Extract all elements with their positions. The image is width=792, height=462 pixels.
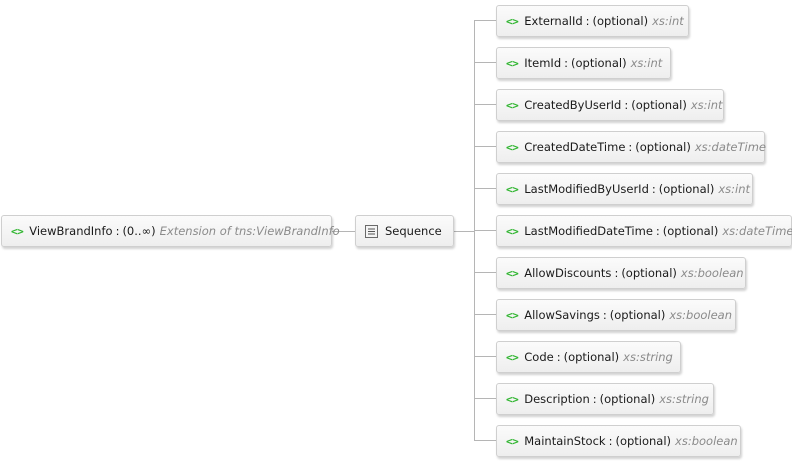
element-icon: <> xyxy=(506,140,519,154)
child-element-createddatetime[interactable]: <>CreatedDateTime:(optional)xs:dateTime xyxy=(496,131,766,163)
connector-branch xyxy=(474,440,496,441)
child-element-description[interactable]: <>Description:(optional)xs:string xyxy=(496,383,714,415)
child-cardinality: (optional) xyxy=(592,14,649,28)
child-element-name: AllowSavings xyxy=(524,308,600,322)
child-element-name: Description xyxy=(524,392,590,406)
child-element-allowsavings[interactable]: <>AllowSavings:(optional)xs:boolean xyxy=(496,299,736,331)
child-element-createdbyuserid[interactable]: <>CreatedByUserId:(optional)xs:int xyxy=(496,89,724,121)
connector-branch xyxy=(474,104,496,105)
connector-branch xyxy=(474,398,496,399)
child-type: xs:boolean xyxy=(669,308,733,322)
child-element-allowdiscounts[interactable]: <>AllowDiscounts:(optional)xs:boolean xyxy=(496,257,746,289)
child-cardinality: (optional) xyxy=(571,56,627,70)
root-cardinality: (0..∞) xyxy=(122,224,156,238)
child-cardinality: (optional) xyxy=(621,266,677,280)
child-element-externalid[interactable]: <>ExternalId:(optional)xs:int xyxy=(496,5,689,37)
child-element-maintainstock[interactable]: <>MaintainStock:(optional)xs:boolean xyxy=(496,425,741,457)
child-type: xs:string xyxy=(623,350,673,364)
sequence-node[interactable]: Sequence xyxy=(355,215,454,247)
child-element-name: LastModifiedByUserId xyxy=(524,182,649,196)
connector-branch xyxy=(474,146,496,147)
child-element-name: Code xyxy=(524,350,554,364)
child-element-itemid[interactable]: <>ItemId:(optional)xs:int xyxy=(496,47,671,79)
child-cardinality: (optional) xyxy=(658,182,715,196)
child-cardinality: (optional) xyxy=(635,140,691,154)
connector-sequence-trunk xyxy=(453,231,474,232)
sequence-icon xyxy=(365,224,378,238)
child-type: xs:int xyxy=(690,98,723,112)
child-type: xs:int xyxy=(630,56,663,70)
child-type: xs:int xyxy=(652,14,684,28)
element-icon: <> xyxy=(506,266,519,280)
element-icon: <> xyxy=(506,308,519,322)
element-icon: <> xyxy=(506,350,519,364)
element-icon: <> xyxy=(506,224,519,238)
child-cardinality: (optional) xyxy=(599,392,656,406)
child-type: xs:dateTime xyxy=(694,140,766,154)
child-cardinality: (optional) xyxy=(609,308,666,322)
child-element-lastmodifieddatetime[interactable]: <>LastModifiedDateTime:(optional)xs:date… xyxy=(496,215,792,247)
child-type: xs:dateTime xyxy=(722,224,792,238)
child-element-code[interactable]: <>Code:(optional)xs:string xyxy=(496,341,681,373)
element-icon: <> xyxy=(506,392,519,406)
connector-branch xyxy=(474,230,496,231)
connector-branch xyxy=(474,188,496,189)
child-type: xs:int xyxy=(718,182,751,196)
child-type: xs:string xyxy=(659,392,709,406)
child-type: xs:boolean xyxy=(680,266,744,280)
element-icon: <> xyxy=(506,434,519,448)
element-icon: <> xyxy=(11,224,24,238)
child-element-lastmodifiedbyuserid[interactable]: <>LastModifiedByUserId:(optional)xs:int xyxy=(496,173,753,205)
element-icon: <> xyxy=(506,98,519,112)
sequence-label: Sequence xyxy=(385,224,442,238)
root-element-name: ViewBrandInfo xyxy=(29,224,113,238)
child-cardinality: (optional) xyxy=(563,350,620,364)
connector-branch xyxy=(474,272,496,273)
connector-branch xyxy=(474,62,496,63)
child-cardinality: (optional) xyxy=(631,98,687,112)
child-element-name: ItemId xyxy=(524,56,562,70)
child-type: xs:boolean xyxy=(675,434,738,448)
child-element-name: LastModifiedDateTime xyxy=(524,224,653,238)
root-element-node[interactable]: <> ViewBrandInfo : (0..∞) Extension of t… xyxy=(1,215,340,247)
child-element-name: CreatedDateTime xyxy=(524,140,626,154)
child-cardinality: (optional) xyxy=(662,224,719,238)
connector-branch xyxy=(474,356,496,357)
child-element-name: ExternalId xyxy=(524,14,583,28)
element-icon: <> xyxy=(506,182,519,196)
child-element-name: MaintainStock xyxy=(524,434,606,448)
connector-branch xyxy=(474,20,496,21)
root-type: Extension of tns:ViewBrandInfo xyxy=(159,224,340,238)
element-icon: <> xyxy=(506,56,519,70)
connector-root-sequence xyxy=(331,231,355,232)
child-element-name: AllowDiscounts xyxy=(524,266,612,280)
child-element-name: CreatedByUserId xyxy=(524,98,622,112)
element-icon: <> xyxy=(506,14,519,28)
child-cardinality: (optional) xyxy=(615,434,672,448)
connector-branch xyxy=(474,314,496,315)
